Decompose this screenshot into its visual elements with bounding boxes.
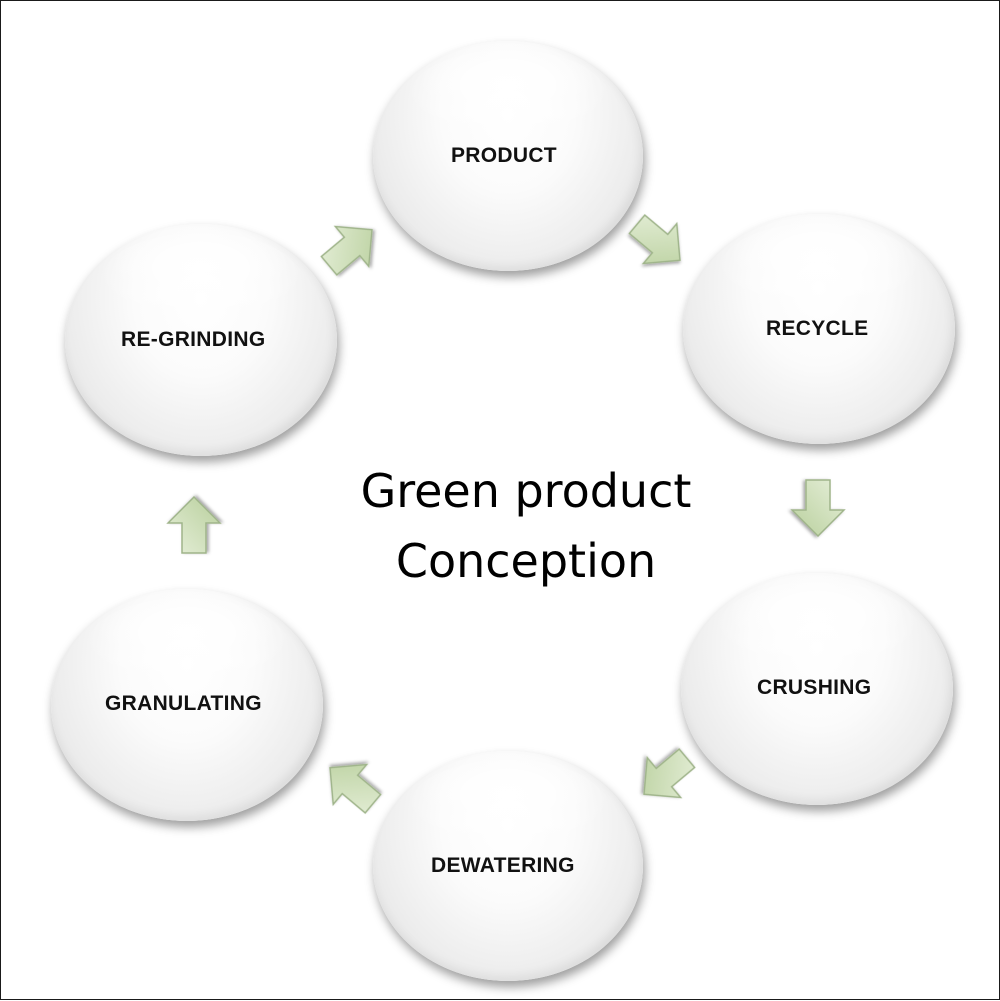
diagram-title-line2: Conception	[395, 534, 657, 588]
node-dewatering	[373, 751, 643, 981]
node-recycle	[683, 214, 955, 444]
node-recycle-label: RECYCLE	[766, 317, 869, 340]
node-granulating	[51, 589, 323, 821]
arrow-granulating-to-regrinding	[166, 495, 222, 554]
diagram-title: Green product Conception	[301, 456, 751, 596]
node-regrinding	[65, 224, 337, 456]
node-product-label: PRODUCT	[451, 144, 557, 167]
arrow-dewatering-to-granulating	[329, 763, 382, 814]
node-dewatering-label: DEWATERING	[431, 854, 575, 877]
node-crushing	[681, 573, 953, 805]
node-product	[373, 41, 643, 271]
arrow-crushing-to-dewatering	[643, 748, 696, 799]
node-crushing-label: CRUSHING	[757, 676, 872, 699]
node-granulating-label: GRANULATING	[105, 692, 262, 715]
arrow-regrinding-to-product	[320, 225, 373, 276]
arrow-product-to-recycle	[628, 214, 681, 265]
arrow-recycle-to-crushing	[790, 479, 846, 538]
node-regrinding-label: RE-GRINDING	[121, 328, 266, 351]
diagram-title-line1: Green product	[360, 464, 692, 518]
